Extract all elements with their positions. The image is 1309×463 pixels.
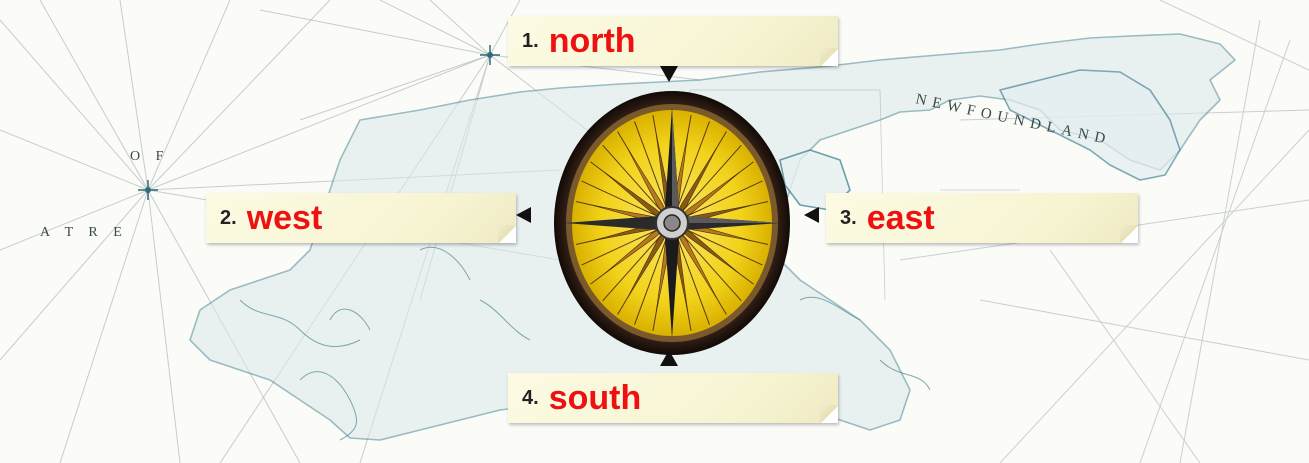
map-text-top: O F <box>130 149 169 164</box>
north-label-box[interactable]: 1. north <box>508 16 838 66</box>
north-number: 1. <box>522 30 539 53</box>
south-label-box[interactable]: 4. south <box>508 373 838 423</box>
west-arrow-icon <box>516 207 531 223</box>
south-arrow-icon <box>660 350 678 366</box>
east-answer: east <box>867 201 935 235</box>
west-answer: west <box>247 201 323 235</box>
east-number: 3. <box>840 207 857 230</box>
east-arrow-icon <box>804 207 819 223</box>
north-arrow-icon <box>660 66 678 82</box>
west-label-box[interactable]: 2. west <box>206 193 516 243</box>
east-label-box[interactable]: 3. east <box>826 193 1138 243</box>
north-answer: north <box>549 24 636 58</box>
west-number: 2. <box>220 207 237 230</box>
south-answer: south <box>549 381 642 415</box>
map-text-bottom: A T R E <box>40 225 128 240</box>
south-number: 4. <box>522 387 539 410</box>
compass-rose <box>552 88 792 358</box>
